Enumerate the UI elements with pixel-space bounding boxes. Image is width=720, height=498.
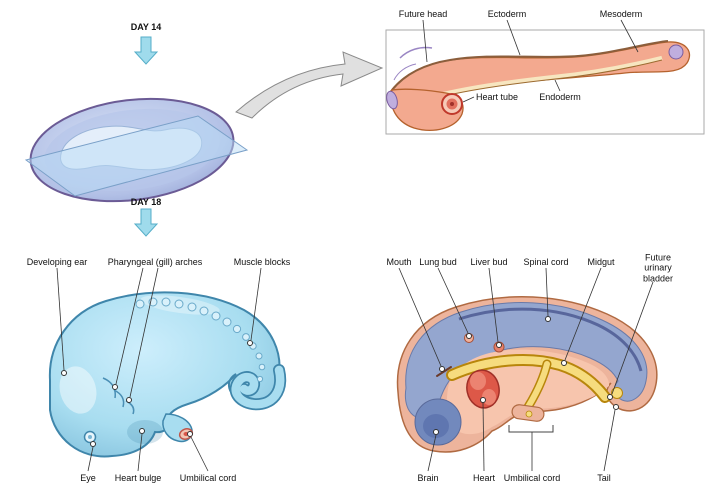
stage-label-day14: DAY 14	[130, 21, 162, 32]
label-future-head: Future head	[398, 8, 448, 19]
tail-spiral	[229, 364, 287, 411]
magnify-arrow-icon	[235, 51, 384, 119]
label-eye: Eye	[80, 472, 96, 483]
label-umbilical-cord-section: Umbilical cord	[503, 472, 561, 483]
label-endoderm: Endoderm	[539, 91, 581, 102]
midgut-tube	[446, 353, 611, 412]
label-liver-bud: Liver bud	[470, 256, 508, 267]
embryo-body	[48, 291, 281, 458]
stage-label-day18: DAY 18	[130, 196, 162, 207]
day14-section-leader-lines	[422, 19, 639, 103]
label-heart: Heart	[472, 472, 496, 483]
day18-section-markers	[433, 316, 619, 435]
label-mouth: Mouth	[386, 256, 412, 267]
brain	[414, 398, 462, 446]
day18-external-leader-lines	[56, 267, 262, 472]
label-muscle-blocks: Muscle blocks	[233, 256, 291, 267]
day18-arrow-icon	[133, 208, 159, 237]
spinal-cord	[458, 307, 643, 372]
umbilical-cord-external	[162, 413, 194, 443]
heart-tube	[441, 93, 463, 115]
tail-curl	[668, 44, 684, 60]
label-developing-ear: Developing ear	[26, 256, 88, 267]
day14-section-panel	[385, 29, 705, 135]
day14-embryo-illustration	[24, 97, 249, 203]
label-tail: Tail	[597, 472, 611, 483]
eye	[83, 430, 97, 444]
label-pharyngeal-arches: Pharyngeal (gill) arches	[107, 256, 203, 267]
day18-section-leader-lines	[398, 267, 654, 472]
label-ectoderm: Ectoderm	[487, 8, 527, 19]
label-heart-bulge: Heart bulge	[114, 472, 162, 483]
day18-external-embryo	[48, 291, 287, 458]
heart	[466, 369, 500, 409]
label-mesoderm: Mesoderm	[599, 8, 643, 19]
label-midgut: Midgut	[587, 256, 615, 267]
day14-arrow-icon	[133, 36, 159, 65]
day18-external-markers	[61, 340, 253, 447]
umbilical-bracket	[508, 425, 554, 433]
urinary-bladder-bud	[611, 387, 623, 399]
section-plane	[24, 115, 249, 197]
label-future-urinary-bladder: Future urinary bladder	[642, 252, 674, 284]
label-spinal-cord: Spinal cord	[523, 256, 569, 267]
label-lung-bud: Lung bud	[419, 256, 457, 267]
ectoderm-layer	[391, 40, 669, 91]
label-umbilical-cord-external: Umbilical cord	[179, 472, 237, 483]
label-brain: Brain	[417, 472, 439, 483]
mouth	[436, 366, 452, 377]
endoderm-layer	[427, 59, 663, 101]
umbilical-cord-section	[511, 404, 545, 422]
day18-section-embryo	[396, 296, 658, 453]
label-heart-tube: Heart tube	[475, 91, 519, 102]
